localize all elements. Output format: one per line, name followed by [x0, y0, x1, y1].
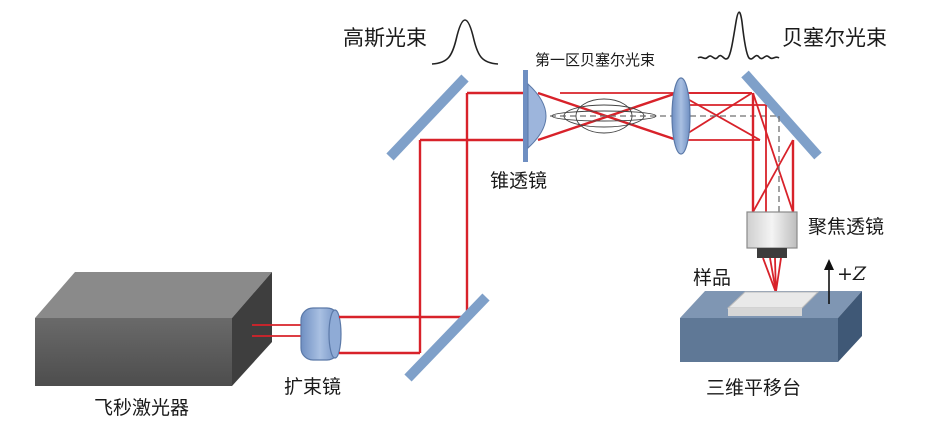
axicon-label: 锥透镜 [490, 170, 547, 192]
translation-stage [680, 291, 862, 362]
bessel-mirror [741, 70, 822, 160]
beam-expander [300, 307, 342, 361]
collimating-lens [671, 77, 691, 155]
expanded-beam [339, 91, 526, 355]
laser-output-beams [252, 324, 305, 337]
gaussian-beam-label: 高斯光束 [343, 26, 427, 50]
upper-mirror [386, 74, 469, 161]
bessel-beam-label: 贝塞尔光束 [782, 26, 887, 50]
focus-lens-label: 聚焦透镜 [808, 216, 884, 238]
focusing-objective [746, 211, 798, 258]
bessel-zone-fringes [551, 98, 657, 134]
sample-label: 样品 [693, 267, 731, 289]
z-axis-label: +Z [837, 263, 867, 285]
femtosecond-laser [35, 272, 272, 386]
bessel-profile-icon [697, 11, 780, 60]
down-beams [751, 92, 795, 213]
expander-label: 扩束镜 [284, 376, 341, 398]
z-axis-arrow [824, 259, 834, 304]
laser-label: 飞秒激光器 [94, 397, 189, 419]
sample [726, 291, 820, 316]
axicon-lens [523, 70, 547, 162]
lower-mirror [404, 293, 490, 382]
gaussian-profile-icon [431, 19, 499, 65]
stage-label: 三维平移台 [706, 377, 801, 399]
bessel-zone-beams [537, 91, 780, 142]
first-zone-label: 第一区贝塞尔光束 [535, 51, 655, 69]
